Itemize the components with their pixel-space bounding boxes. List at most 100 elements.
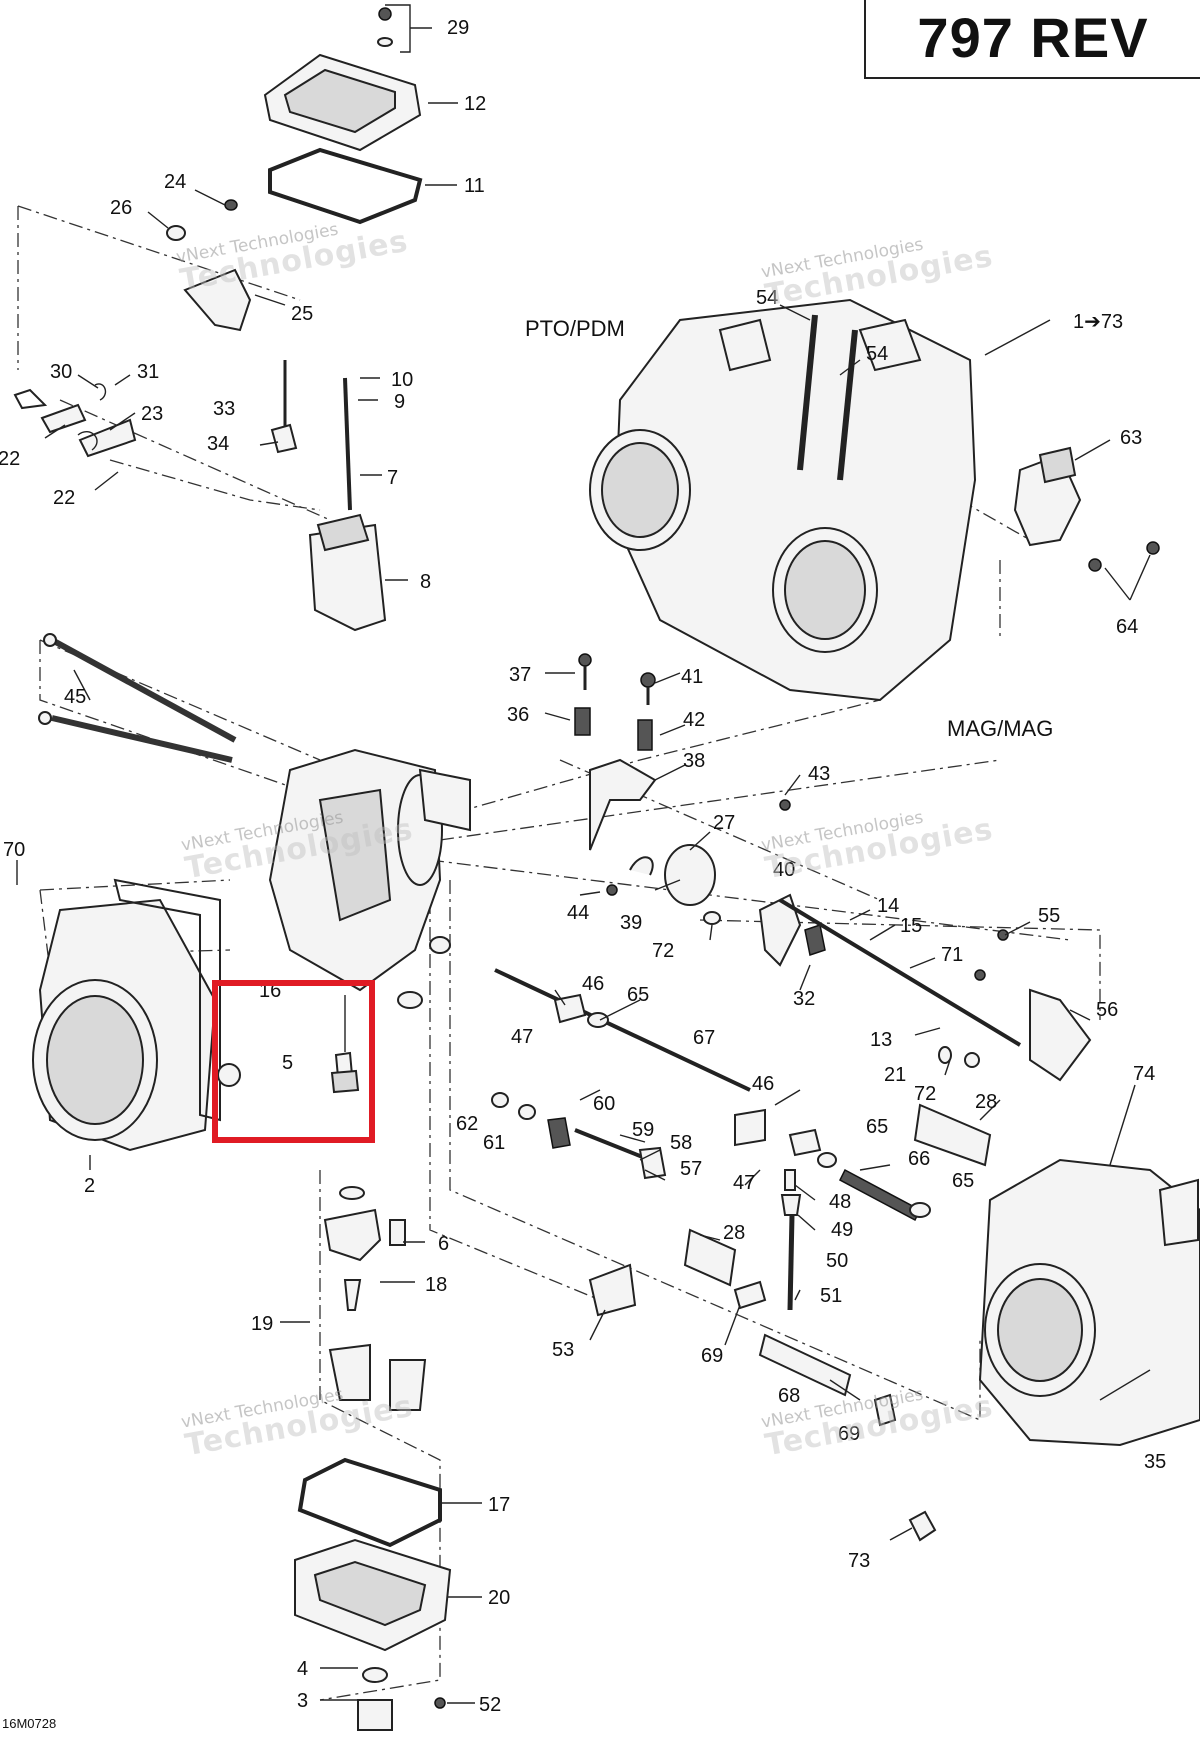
callout-51: 51 bbox=[820, 1285, 842, 1307]
diagram-title-box: 797 REV bbox=[864, 0, 1200, 79]
callout-46b: 46 bbox=[752, 1073, 774, 1095]
callout-58: 58 bbox=[670, 1132, 692, 1154]
callout-46a: 46 bbox=[582, 973, 604, 995]
callout-32: 32 bbox=[793, 988, 815, 1010]
jet-part-5 bbox=[330, 995, 360, 1094]
throttle-linkage-parts bbox=[491, 653, 1092, 1542]
callout-18: 18 bbox=[425, 1274, 447, 1296]
callout-33: 33 bbox=[213, 398, 235, 420]
callout-47b: 47 bbox=[733, 1172, 755, 1194]
callout-14: 14 bbox=[877, 895, 899, 917]
intake-flange bbox=[32, 878, 241, 1152]
callout-11: 11 bbox=[464, 175, 485, 197]
callout-73: 73 bbox=[848, 1550, 870, 1572]
callout-42: 42 bbox=[683, 709, 705, 731]
mag-mag-label: MAG/MAG bbox=[947, 716, 1054, 741]
callout-49: 49 bbox=[831, 1219, 853, 1241]
callout-34: 34 bbox=[207, 433, 229, 455]
callout-40: 40 bbox=[773, 859, 795, 881]
callout-71: 71 bbox=[941, 944, 963, 966]
callout-69b: 69 bbox=[838, 1423, 860, 1445]
callout-10: 10 bbox=[391, 369, 413, 391]
pto-pdm-label: PTO/PDM bbox=[525, 316, 625, 341]
callout-43: 43 bbox=[808, 763, 830, 785]
callout-13: 13 bbox=[870, 1029, 892, 1051]
callout-31: 31 bbox=[137, 361, 159, 383]
callout-28a: 28 bbox=[975, 1091, 997, 1113]
callout-65b: 65 bbox=[866, 1116, 888, 1138]
callout-53: 53 bbox=[552, 1339, 574, 1361]
callout-67: 67 bbox=[693, 1027, 715, 1049]
callout-2: 2 bbox=[84, 1175, 95, 1197]
callout-25: 25 bbox=[291, 303, 313, 325]
callout-39: 39 bbox=[620, 912, 642, 934]
callout-70: 70 bbox=[3, 839, 25, 861]
carburetor-pair-top bbox=[589, 298, 1160, 702]
float-bowl-assembly bbox=[294, 1186, 452, 1731]
callout-24: 24 bbox=[164, 171, 186, 193]
callout-20: 20 bbox=[488, 1587, 510, 1609]
carburetor-bottom-right bbox=[978, 1158, 1200, 1447]
long-screws bbox=[38, 633, 237, 763]
callout-61: 61 bbox=[483, 1132, 505, 1154]
callout-65a: 65 bbox=[627, 984, 649, 1006]
callout-6: 6 bbox=[438, 1233, 449, 1255]
callout-4: 4 bbox=[297, 1658, 308, 1680]
callout-1-73: 1➔73 bbox=[1073, 311, 1123, 333]
callout-37: 37 bbox=[509, 664, 531, 686]
callout-52: 52 bbox=[479, 1694, 501, 1716]
callout-74: 74 bbox=[1133, 1063, 1155, 1085]
callout-38: 38 bbox=[683, 750, 705, 772]
callout-54b: 54 bbox=[866, 343, 888, 365]
callout-54a: 54 bbox=[756, 287, 778, 309]
callout-60: 60 bbox=[593, 1093, 615, 1115]
callout-65c: 65 bbox=[952, 1170, 974, 1192]
callout-47a: 47 bbox=[511, 1026, 533, 1048]
callout-7: 7 bbox=[387, 467, 398, 489]
diagram-title: 797 REV bbox=[917, 6, 1149, 69]
callout-66: 66 bbox=[908, 1148, 930, 1170]
callout-72a: 72 bbox=[652, 940, 674, 962]
callout-15: 15 bbox=[900, 915, 922, 937]
callout-48: 48 bbox=[829, 1191, 851, 1213]
callout-50: 50 bbox=[826, 1250, 848, 1272]
carburetor-body bbox=[268, 748, 471, 1009]
callout-68: 68 bbox=[778, 1385, 800, 1407]
callout-19: 19 bbox=[251, 1313, 273, 1335]
callout-8: 8 bbox=[420, 571, 431, 593]
callout-22b: 22 bbox=[53, 487, 75, 509]
callout-69a: 69 bbox=[701, 1345, 723, 1367]
callout-5: 5 bbox=[282, 1052, 293, 1074]
callout-22a: 22 bbox=[0, 448, 20, 470]
callout-56: 56 bbox=[1096, 999, 1118, 1021]
callout-62: 62 bbox=[456, 1113, 478, 1135]
callout-3: 3 bbox=[297, 1690, 308, 1712]
callout-44: 44 bbox=[567, 902, 589, 924]
callout-57: 57 bbox=[680, 1158, 702, 1180]
callout-27: 27 bbox=[713, 812, 735, 834]
callout-45: 45 bbox=[64, 686, 86, 708]
callout-23: 23 bbox=[141, 403, 163, 425]
callout-35: 35 bbox=[1144, 1451, 1166, 1473]
callout-9: 9 bbox=[394, 391, 405, 413]
callout-55: 55 bbox=[1038, 905, 1060, 927]
callout-36: 36 bbox=[507, 704, 529, 726]
callout-29: 29 bbox=[447, 17, 469, 39]
callout-17: 17 bbox=[488, 1494, 510, 1516]
callout-59: 59 bbox=[632, 1119, 654, 1141]
callout-72b: 72 bbox=[914, 1083, 936, 1105]
callout-numbers: 29 12 11 24 26 25 30 31 23 22 22 33 34 1… bbox=[0, 17, 1166, 1716]
callout-28b: 28 bbox=[723, 1222, 745, 1244]
callout-12: 12 bbox=[464, 93, 486, 115]
callout-26: 26 bbox=[110, 197, 132, 219]
callout-41: 41 bbox=[681, 666, 703, 688]
top-cover-assembly bbox=[13, 7, 423, 458]
callout-63: 63 bbox=[1120, 427, 1142, 449]
needle-slide bbox=[270, 360, 387, 632]
leader-lines bbox=[16, 4, 1151, 1704]
callout-21: 21 bbox=[884, 1064, 906, 1086]
highlight-box-part-5[interactable] bbox=[212, 980, 375, 1143]
diagram-code-label: 16M0728 bbox=[2, 1716, 57, 1731]
callout-30: 30 bbox=[50, 361, 72, 383]
